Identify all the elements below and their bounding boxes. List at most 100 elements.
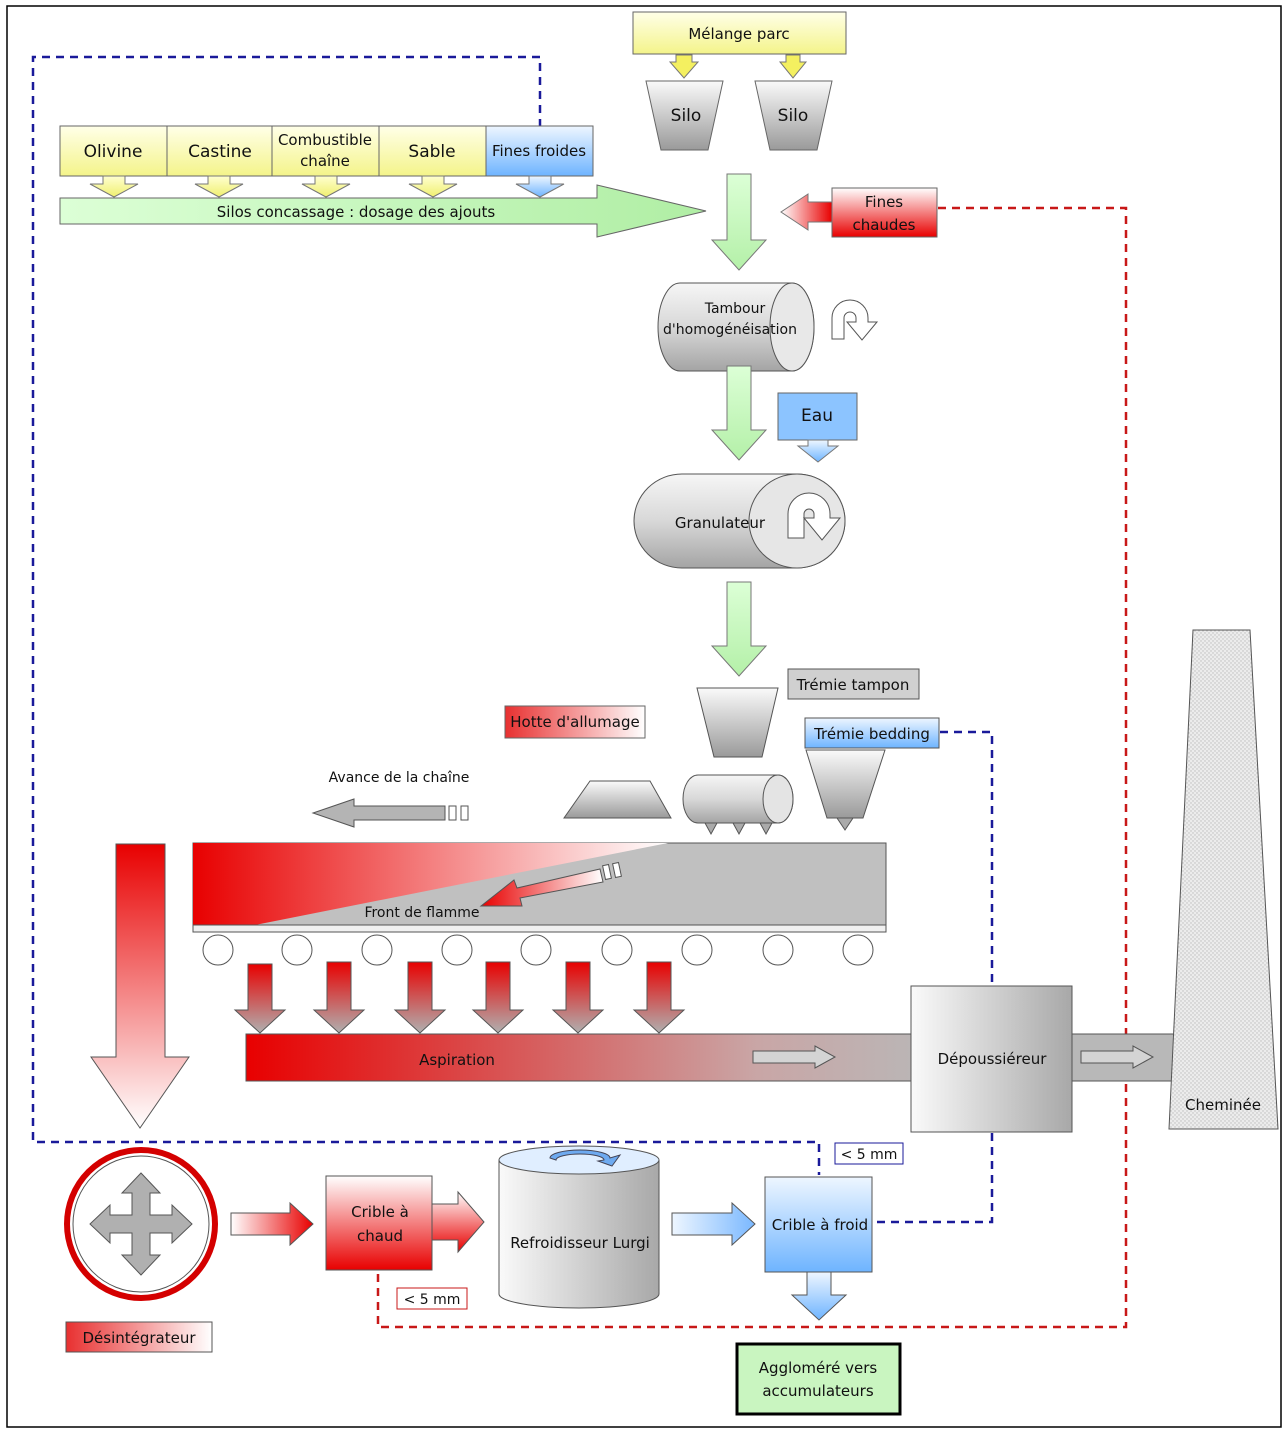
- silo-feed-arrow-2: [778, 54, 808, 79]
- combustible-box: [271, 125, 380, 177]
- stack-flow-arrow: [1080, 1045, 1155, 1069]
- sable-label: Sable: [408, 142, 455, 162]
- silo-feed-arrow-1: [668, 54, 700, 79]
- front-flamme-arrow: [479, 861, 622, 907]
- windbox-arrows: [233, 961, 686, 1034]
- tremie-bedding-label: Trémie bedding: [813, 725, 930, 743]
- castine-label: Castine: [188, 142, 252, 162]
- cold-fines-size-label: < 5 mm: [841, 1147, 898, 1163]
- castine-box: [166, 125, 273, 177]
- agglomere-label-2: accumulateurs: [762, 1382, 873, 1400]
- granulateur-label: Granulateur: [675, 514, 766, 532]
- tambour-label-2: d'homogénéisation: [663, 322, 797, 338]
- fines-chaudes-box: [831, 187, 938, 238]
- desintegrateur: [64, 1147, 218, 1301]
- avance-chaine-arrow: [311, 798, 469, 828]
- silos-concassage-arrow: [59, 184, 707, 238]
- hot-fines-return-line: [376, 206, 1128, 1329]
- crible-chaud-label-2: chaud: [357, 1227, 403, 1245]
- agglomere-label-1: Aggloméré vers: [759, 1359, 878, 1377]
- roller: [601, 934, 633, 966]
- crible-froid: [764, 1176, 873, 1321]
- tambour-label-1: Tambour: [704, 301, 766, 317]
- rotation-arrow-icon: [831, 299, 879, 341]
- aspiration-flow-arrow: [752, 1045, 837, 1069]
- sinter-strand: [192, 842, 887, 933]
- agglomere-box: [735, 1342, 902, 1416]
- roller: [762, 934, 794, 966]
- crible-froid-label: Crible à froid: [772, 1216, 868, 1234]
- roller-feeder: [682, 774, 794, 836]
- fines-chaudes-label-2: chaudes: [852, 216, 915, 234]
- refroidisseur-lurgi: [498, 1145, 660, 1309]
- refroidisseur-out-arrow: [671, 1201, 756, 1247]
- feed-down-arrow-2: [710, 365, 768, 461]
- cheminee: [1168, 629, 1279, 1130]
- combustible-dose-arrow: [301, 175, 351, 198]
- hotte-allumage-label: Hotte d'allumage: [510, 713, 639, 731]
- crible-chaud: [325, 1175, 485, 1271]
- roller: [681, 934, 713, 966]
- front-flamme-label: Front de flamme: [364, 905, 479, 921]
- avance-chaine-label: Avance de la chaîne: [329, 770, 470, 786]
- desintegrateur-box: [65, 1321, 213, 1353]
- desintegrateur-out-arrow: [230, 1201, 314, 1247]
- roller: [842, 934, 874, 966]
- tremie-bedding: [805, 749, 886, 819]
- windbox-arrow: [393, 961, 447, 1034]
- castine-dose-arrow: [194, 175, 244, 198]
- olivine-box: [59, 125, 168, 177]
- silo-2: [754, 80, 833, 151]
- silos-concassage-label: Silos concassage : dosage des ajouts: [217, 203, 496, 221]
- eau-box: [777, 392, 858, 441]
- fines-froides-dose-arrow: [515, 175, 565, 198]
- desintegrateur-label: Désintégrateur: [82, 1329, 196, 1347]
- silo-1-label: Silo: [671, 106, 702, 126]
- crible-chaud-label-1: Crible à: [351, 1203, 409, 1221]
- windbox-arrow: [632, 961, 686, 1034]
- feed-down-arrow-3: [710, 581, 768, 677]
- eau-label: Eau: [801, 406, 833, 426]
- fines-chaudes-label-1: Fines: [865, 193, 903, 211]
- aspiration-label: Aspiration: [419, 1051, 495, 1069]
- fines-froides-label: Fines froides: [492, 142, 586, 160]
- silo-1: [645, 80, 724, 151]
- cold-fines-return-line: [31, 55, 821, 1175]
- sable-dose-arrow: [408, 175, 458, 198]
- hotte-allumage-box: [504, 705, 646, 739]
- melange-parc-box: [632, 11, 847, 55]
- tremie-bedding-nozzle: [836, 817, 854, 831]
- hot-fines-size-label: < 5 mm: [404, 1292, 461, 1308]
- combustible-label-2: chaîne: [300, 152, 350, 170]
- bedding-return-line: [876, 730, 994, 1224]
- fines-froides-box: [485, 125, 594, 177]
- tremie-bedding-box: [804, 717, 940, 749]
- refroidisseur-label: Refroidisseur Lurgi: [510, 1234, 650, 1252]
- cold-fines-size-tag: [834, 1142, 904, 1165]
- tremie-tampon-label: Trémie tampon: [796, 676, 910, 694]
- combustible-label-1: Combustible: [278, 131, 372, 149]
- sable-box: [378, 125, 487, 177]
- feed-down-arrow-1: [710, 173, 768, 271]
- depoussiereur-box: [910, 985, 1073, 1133]
- roller: [520, 934, 552, 966]
- tremie-tampon-box: [787, 668, 920, 700]
- windbox-arrow: [551, 961, 605, 1034]
- tremie-tampon: [696, 687, 779, 758]
- hotte-allumage: [563, 780, 672, 819]
- silo-2-label: Silo: [778, 106, 809, 126]
- diagram-frame: [6, 5, 1282, 1428]
- windbox-arrow: [312, 961, 366, 1034]
- roller: [281, 934, 313, 966]
- cheminee-label: Cheminée: [1185, 1096, 1261, 1114]
- rotation-arrow-icon-2: [787, 492, 842, 541]
- olivine-dose-arrow: [89, 175, 139, 198]
- melange-parc-label: Mélange parc: [688, 25, 789, 43]
- fines-chaudes-arrow: [780, 193, 833, 231]
- olivine-label: Olivine: [84, 142, 143, 162]
- depoussiereur-label: Dépoussiéreur: [938, 1050, 1048, 1068]
- strand-rollers: [202, 934, 874, 966]
- windbox-arrow: [233, 963, 287, 1034]
- roller: [441, 934, 473, 966]
